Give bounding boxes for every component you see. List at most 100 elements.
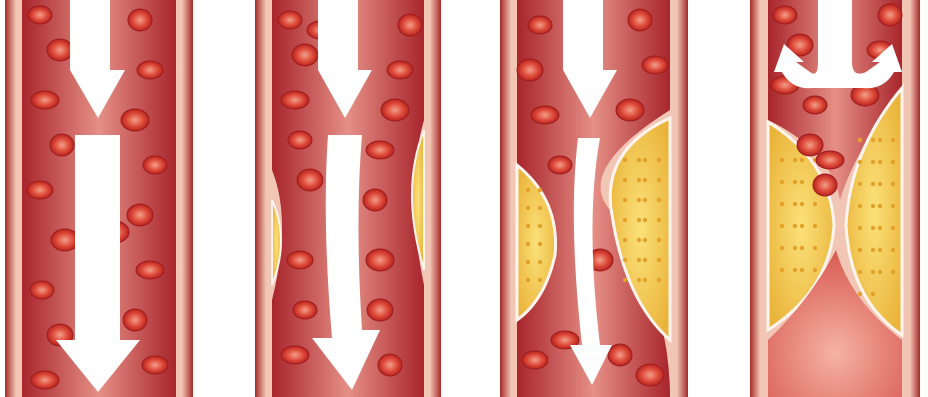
plaque-particle <box>637 278 641 282</box>
blood-cell <box>281 346 309 364</box>
blood-cell <box>128 9 152 31</box>
plaque-particle <box>793 158 797 162</box>
blood-cell <box>288 131 312 149</box>
blood-cell <box>51 229 79 251</box>
blood-cell <box>366 249 394 271</box>
blood-cell <box>378 354 402 376</box>
plaque-particle <box>891 270 895 274</box>
plaque-particle <box>637 178 641 182</box>
plaque-particle <box>657 158 661 162</box>
plaque-particle <box>878 204 882 208</box>
plaque-particle <box>858 160 862 164</box>
plaque-particle <box>643 158 647 162</box>
blood-cell <box>773 6 797 24</box>
plaque-particle <box>871 270 875 274</box>
plaque-particle <box>637 218 641 222</box>
plaque-particle <box>871 226 875 230</box>
blood-cell <box>398 14 422 36</box>
panel-2-slight-plaque <box>255 0 441 397</box>
plaque-particle <box>538 188 542 192</box>
plaque-particle <box>891 160 895 164</box>
plaque-particle <box>858 270 862 274</box>
blood-cell <box>28 6 52 24</box>
plaque-particle <box>858 204 862 208</box>
plaque-particle <box>878 182 882 186</box>
plaque-particle <box>526 260 530 264</box>
plaque-particle <box>891 248 895 252</box>
plaque-particle <box>643 198 647 202</box>
plaque-particle <box>637 258 641 262</box>
plaque-particle <box>643 278 647 282</box>
plaque-particle <box>800 268 804 272</box>
plaque-particle <box>793 268 797 272</box>
plaque-particle <box>526 242 530 246</box>
plaque-particle <box>623 158 627 162</box>
blood-cell <box>803 96 827 114</box>
plaque-particle <box>858 248 862 252</box>
plaque-particle <box>657 198 661 202</box>
plaque-particle <box>871 160 875 164</box>
blood-cell <box>31 371 59 389</box>
plaque-particle <box>538 278 542 282</box>
plaque-particle <box>780 158 784 162</box>
blood-cell <box>381 99 409 121</box>
plaque-particle <box>800 180 804 184</box>
plaque-particle <box>623 238 627 242</box>
plaque-particle <box>813 268 817 272</box>
panel-3-moderate-plaque <box>500 0 688 397</box>
plaque-particle <box>526 224 530 228</box>
plaque-particle <box>657 218 661 222</box>
plaque-particle <box>623 218 627 222</box>
blood-cell <box>517 59 543 81</box>
plaque-particle <box>871 204 875 208</box>
plaque-particle <box>538 260 542 264</box>
blood-cell <box>142 356 168 374</box>
blood-cell <box>616 99 644 121</box>
blood-cell <box>137 61 163 79</box>
plaque-particle <box>526 278 530 282</box>
plaque-particle <box>623 278 627 282</box>
panel-4-blocked-vessel <box>750 0 920 397</box>
plaque-particle <box>800 158 804 162</box>
plaque-particle <box>878 248 882 252</box>
blood-cell <box>293 301 317 319</box>
plaque-particle <box>657 178 661 182</box>
blood-cell <box>143 156 167 174</box>
blood-cell <box>878 4 902 26</box>
plaque-particle <box>878 270 882 274</box>
plaque-particle <box>813 246 817 250</box>
plaque-particle <box>643 178 647 182</box>
plaque-particle <box>878 226 882 230</box>
plaque-particle <box>871 248 875 252</box>
plaque-particle <box>780 246 784 250</box>
blood-cell <box>278 11 302 29</box>
blood-cell <box>363 189 387 211</box>
plaque-particle <box>538 224 542 228</box>
plaque-particle <box>538 242 542 246</box>
blood-cell <box>608 344 632 366</box>
plaque-particle <box>800 224 804 228</box>
plaque-particle <box>657 258 661 262</box>
plaque-particle <box>780 224 784 228</box>
plaque-particle <box>637 238 641 242</box>
blood-cell <box>636 364 664 386</box>
plaque-particle <box>858 226 862 230</box>
blood-cell <box>281 91 309 109</box>
plaque-particle <box>526 188 530 192</box>
blood-cell <box>31 91 59 109</box>
plaque-particle <box>891 226 895 230</box>
plaque-particle <box>623 258 627 262</box>
plaque-particle <box>657 278 661 282</box>
plaque-particle <box>858 138 862 142</box>
blood-cell <box>522 351 548 369</box>
blood-cell <box>816 151 844 169</box>
blood-cell <box>121 109 149 131</box>
plaque-particle <box>891 182 895 186</box>
plaque-particle <box>780 268 784 272</box>
blood-cell <box>642 56 668 74</box>
plaque-particle <box>878 160 882 164</box>
plaque-particle <box>623 178 627 182</box>
blood-cell <box>797 134 823 156</box>
plaque-particle <box>813 224 817 228</box>
